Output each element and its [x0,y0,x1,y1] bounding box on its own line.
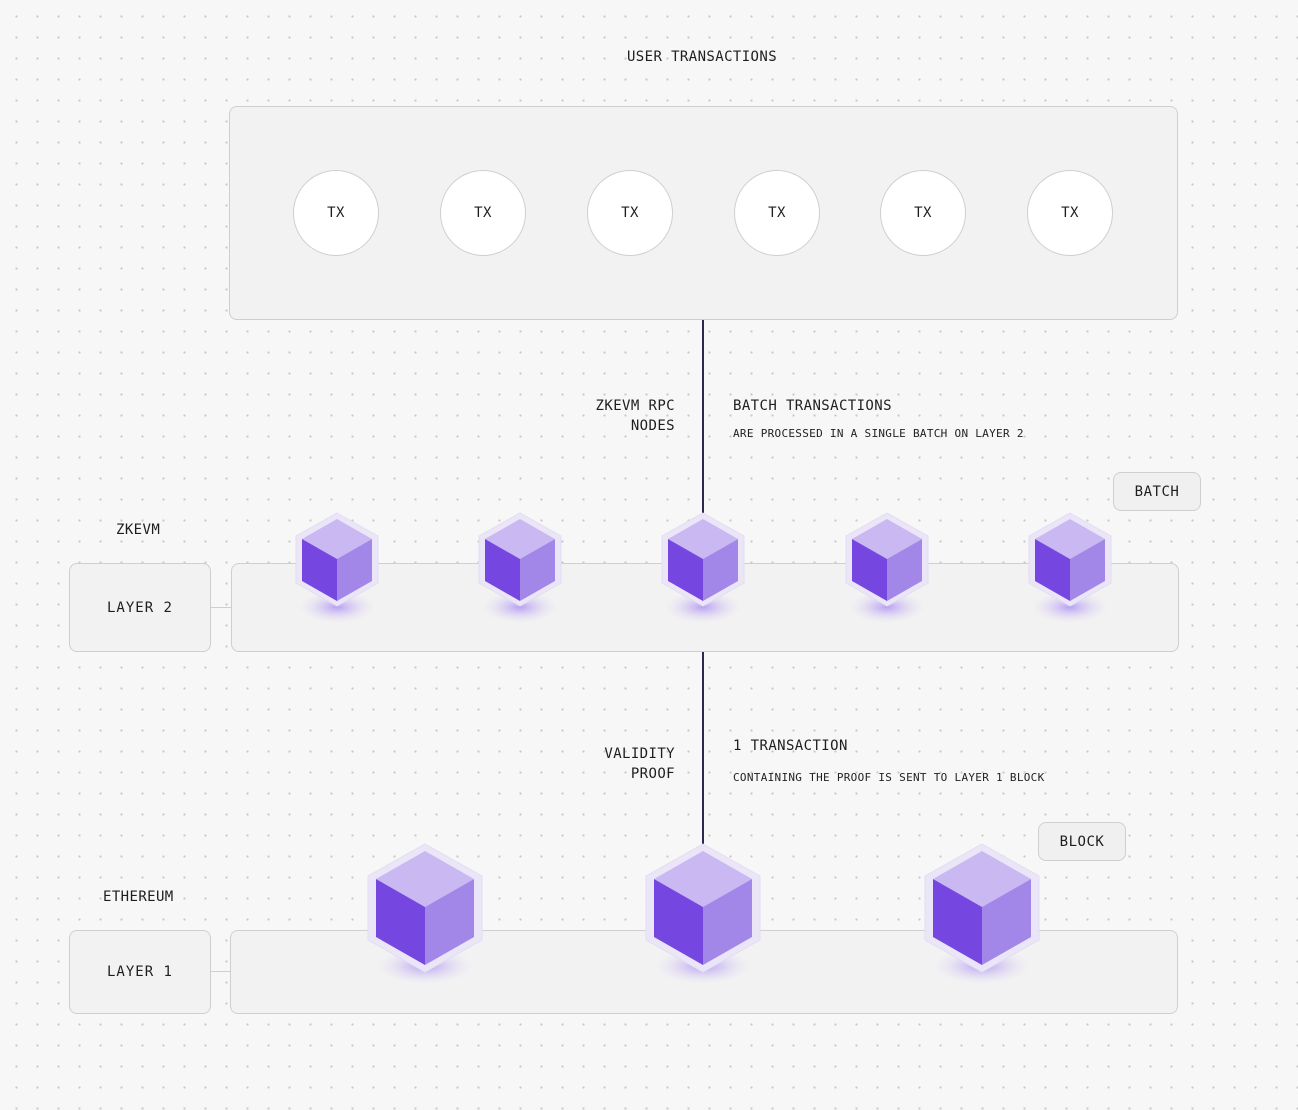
tx-node-2: TX [440,170,526,256]
batch-cube-2 [478,512,562,623]
connector-line-middle [702,652,704,852]
validity-proof-label-line2: PROOF [630,766,675,782]
block-cube-2 [645,843,761,984]
rpc-nodes-label-line1: ZKEVM RPC [595,398,675,414]
rpc-nodes-label: ZKEVM RPC NODES [596,396,675,436]
batch-cube-1 [295,512,379,623]
ethereum-network-label: ETHEREUM [103,889,174,905]
block-cube-3 [924,843,1040,984]
validity-proof-label: VALIDITY PROOF [604,744,675,784]
user-transactions-panel [229,106,1178,320]
proof-transaction-description: CONTAINING THE PROOF IS SENT TO LAYER 1 … [733,771,1045,784]
batch-cube-5 [1028,512,1112,623]
layer-1-link [211,971,230,972]
tx-node-5: TX [880,170,966,256]
block-tag: BLOCK [1038,822,1126,861]
layer-1-box: LAYER 1 [69,930,211,1014]
proof-transaction-heading: 1 TRANSACTION [733,738,848,754]
layer-1-label: LAYER 1 [106,964,173,980]
user-transactions-title: USER TRANSACTIONS [626,49,778,65]
batch-cube-3 [661,512,745,623]
batch-tag: BATCH [1113,472,1201,511]
connector-line-top [702,320,704,520]
batch-transactions-heading: BATCH TRANSACTIONS [733,398,892,414]
tx-node-3: TX [587,170,673,256]
batch-cube-4 [845,512,929,623]
batch-tag-label: BATCH [1134,483,1180,500]
validity-proof-label-line1: VALIDITY [604,746,675,762]
tx-node-6: TX [1027,170,1113,256]
zkevm-network-label: ZKEVM [116,522,161,538]
batch-transactions-description: ARE PROCESSED IN A SINGLE BATCH ON LAYER… [733,427,1024,440]
tx-node-4: TX [734,170,820,256]
layer-2-box: LAYER 2 [69,563,211,652]
block-cube-1 [367,843,483,984]
layer-2-link [211,607,231,608]
block-tag-label: BLOCK [1059,833,1105,850]
tx-node-1: TX [293,170,379,256]
layer-2-label: LAYER 2 [106,599,173,616]
rpc-nodes-label-line2: NODES [630,418,675,434]
